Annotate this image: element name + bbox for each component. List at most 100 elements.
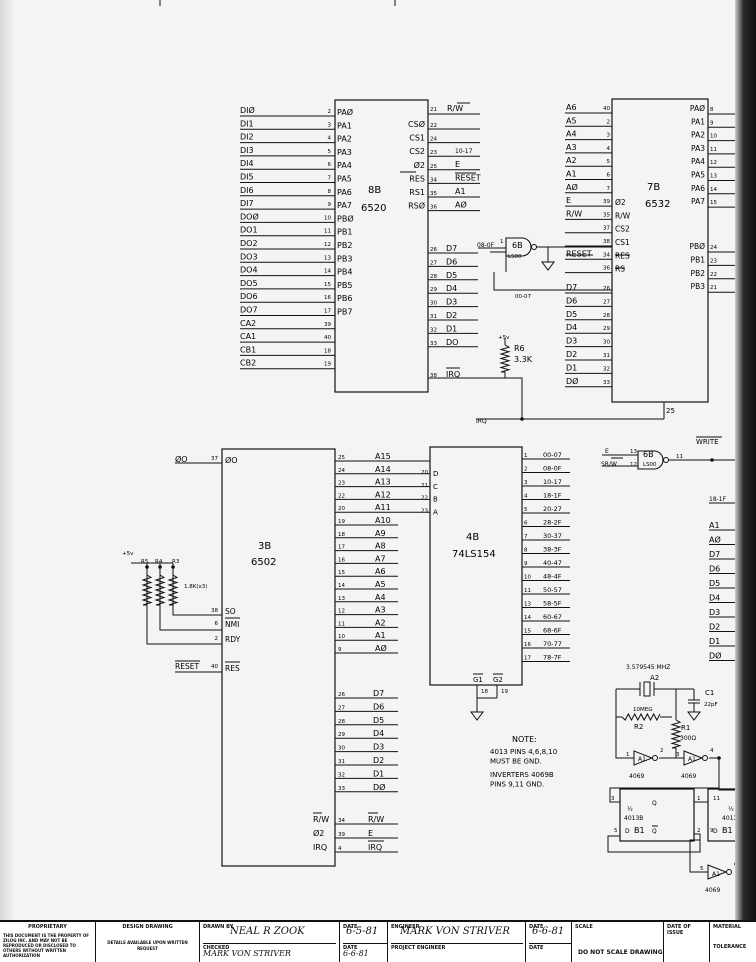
pin-number: 1 (697, 796, 701, 802)
pin-name: PA3 (337, 148, 352, 157)
net-label: E (455, 160, 460, 169)
ff-fraction: ½ (627, 806, 633, 813)
ground-symbol (541, 261, 555, 271)
pin-number: 13 (524, 602, 531, 608)
pin-name: PA1 (691, 117, 705, 126)
pin-number: 15 (324, 282, 331, 288)
net-label: DØ (566, 376, 578, 386)
net-label: WRITE (696, 438, 719, 446)
pin-name: PBØ (337, 213, 354, 223)
resistor-r1 (670, 719, 682, 749)
pin-number: 4 (710, 748, 714, 754)
net-label: A15 (375, 452, 391, 461)
junction (520, 417, 524, 421)
pin-number: 1 (626, 752, 630, 758)
junction (717, 756, 721, 760)
net-label: DI5 (240, 173, 254, 182)
pin-number: 5 (700, 866, 704, 872)
pin-number: 21 (710, 285, 717, 291)
pin-number: 2 (697, 828, 701, 834)
date-value-2: 6-6-81 (343, 949, 369, 958)
pin-number: 27 (603, 299, 610, 305)
chip-part: 6532 (645, 199, 670, 210)
pin-name: PB1 (337, 228, 352, 237)
date-label-2: DATE (343, 945, 358, 951)
junction (158, 565, 162, 569)
component-value: 3.579545 MHZ (626, 664, 670, 671)
pin-name: CS2 (615, 225, 630, 234)
note-line: INVERTERS 4069B (490, 771, 554, 779)
pin-name: Ø2 (313, 828, 324, 838)
net-label: DI7 (240, 199, 254, 208)
pin-number: 13 (630, 449, 637, 455)
net-label: 48-4F (543, 573, 562, 581)
pin-number: 27 (338, 705, 345, 711)
chip-part: 74LS154 (452, 549, 496, 560)
component-value: 22pF (704, 702, 718, 708)
net-label: D1 (446, 324, 457, 333)
net-label: D5 (446, 271, 457, 280)
net-label: SR/W (601, 461, 617, 468)
gate-in2 (490, 251, 507, 272)
note-title: NOTE: (512, 735, 537, 744)
pin-name: PBØ (689, 242, 705, 251)
pin-name: PB4 (337, 268, 352, 277)
net-label: A7 (375, 554, 386, 563)
net-label: D4 (446, 284, 457, 293)
net-label: D3 (446, 298, 457, 307)
net-label: A8 (375, 542, 386, 551)
pin-number: 24 (338, 468, 345, 474)
pin-number: 2 (215, 636, 219, 642)
net-label: 08-0F (543, 465, 562, 473)
pin-name: PA2 (337, 135, 352, 144)
pin-name: PAØ (690, 104, 705, 113)
pin-number: 36 (430, 205, 437, 211)
component-value: 300Ω (680, 735, 696, 742)
pin-name: CSØ (408, 119, 425, 129)
pin-name: RSØ (408, 201, 425, 211)
net-label: 10-17 (455, 148, 473, 155)
chip-ref: 8B (368, 185, 381, 196)
pin-number: 7 (328, 176, 332, 182)
gate-ref: A1 (638, 756, 646, 763)
scale-cell: SCALE DO NOT SCALE DRAWING (572, 922, 664, 962)
pin-number: 30 (338, 746, 345, 752)
date3-label: DATE (529, 924, 544, 930)
pin-number: 14 (710, 187, 717, 193)
pin-number: 3 (607, 133, 611, 139)
pin-name: G1 (473, 676, 483, 684)
net-label: D4 (709, 594, 720, 603)
net-label: DI1 (240, 119, 254, 128)
title-block: PROPRIETARY THIS DOCUMENT IS THE PROPERT… (0, 920, 756, 962)
pin-number: 11 (713, 796, 720, 802)
net-label: 18-1F (709, 496, 727, 503)
net-label: 18-1F (543, 492, 562, 500)
ff-part: 4013B (722, 815, 741, 822)
gate-6b-ls00-bot (637, 450, 664, 470)
net-label: DØ (373, 782, 385, 792)
pin-number: 4 (607, 146, 611, 152)
pin-number: 31 (603, 353, 610, 359)
checked-label: CHECKED (203, 945, 230, 951)
net-label: 50-57 (543, 586, 562, 594)
pin-number: 11 (324, 229, 331, 235)
net-label: DI4 (240, 159, 254, 168)
pin-number: 23 (430, 150, 437, 156)
pin-number: 29 (338, 732, 345, 738)
net-label: E (605, 448, 609, 455)
component-ref: R4 (155, 559, 163, 565)
date-value-1: 6-5-81 (346, 926, 379, 937)
net-label: DO4 (240, 266, 258, 275)
gate-part: LS00 (643, 462, 657, 468)
date3-value: 6-6-81 (532, 926, 565, 937)
pin-number: 22 (430, 123, 437, 129)
design-drawing-label: DESIGN DRAWING (122, 924, 173, 930)
resistor-r2 (621, 712, 661, 722)
pin-number: 28 (603, 313, 610, 319)
pin-name: PB3 (337, 254, 352, 263)
net-label: 78-7F (543, 654, 562, 662)
net-label: RESET (455, 173, 481, 182)
net-label: A5 (566, 116, 577, 125)
project-engineer-label: PROJECT ENGINEER (391, 945, 446, 951)
pin-number: 38 (430, 373, 437, 379)
